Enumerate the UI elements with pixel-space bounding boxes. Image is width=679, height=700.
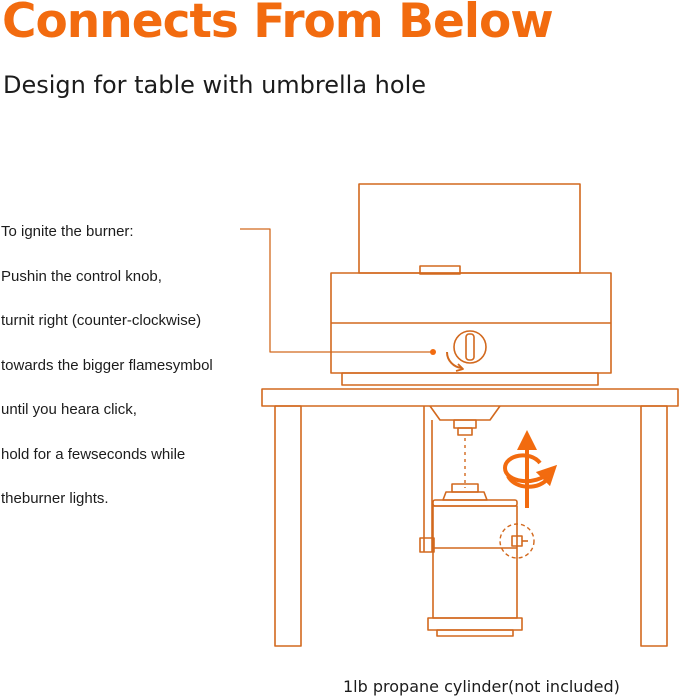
control-knob-icon <box>445 330 487 372</box>
regulator-connector <box>429 405 501 488</box>
instruction-step: hold for a fewseconds while <box>1 445 186 463</box>
instruction-step: turnit right (counter-clockwise) <box>1 312 202 329</box>
subheadline: Design for table with umbrella hole <box>3 71 427 99</box>
instruction-step: To ignite the burner: <box>1 223 134 240</box>
headline: Connects From Below <box>2 0 554 49</box>
instruction-step: Pushin the control knob, <box>1 267 162 285</box>
valve-detail <box>499 523 535 559</box>
leader-line <box>240 228 436 355</box>
instruction-step: towards the bigger flamesymbol <box>1 356 213 374</box>
wind-guard <box>358 183 581 274</box>
ignition-instructions: To ignite the burner: Pushin the control… <box>1 223 213 535</box>
table <box>261 388 679 647</box>
propane-cylinder <box>427 483 523 637</box>
instruction-step: until you heara click, <box>1 401 137 418</box>
instruction-step: theburner lights. <box>1 490 109 507</box>
burner-housing <box>330 265 612 386</box>
mounting-bracket <box>419 406 435 553</box>
cylinder-caption: 1lb propane cylinder(not included) <box>343 677 620 696</box>
